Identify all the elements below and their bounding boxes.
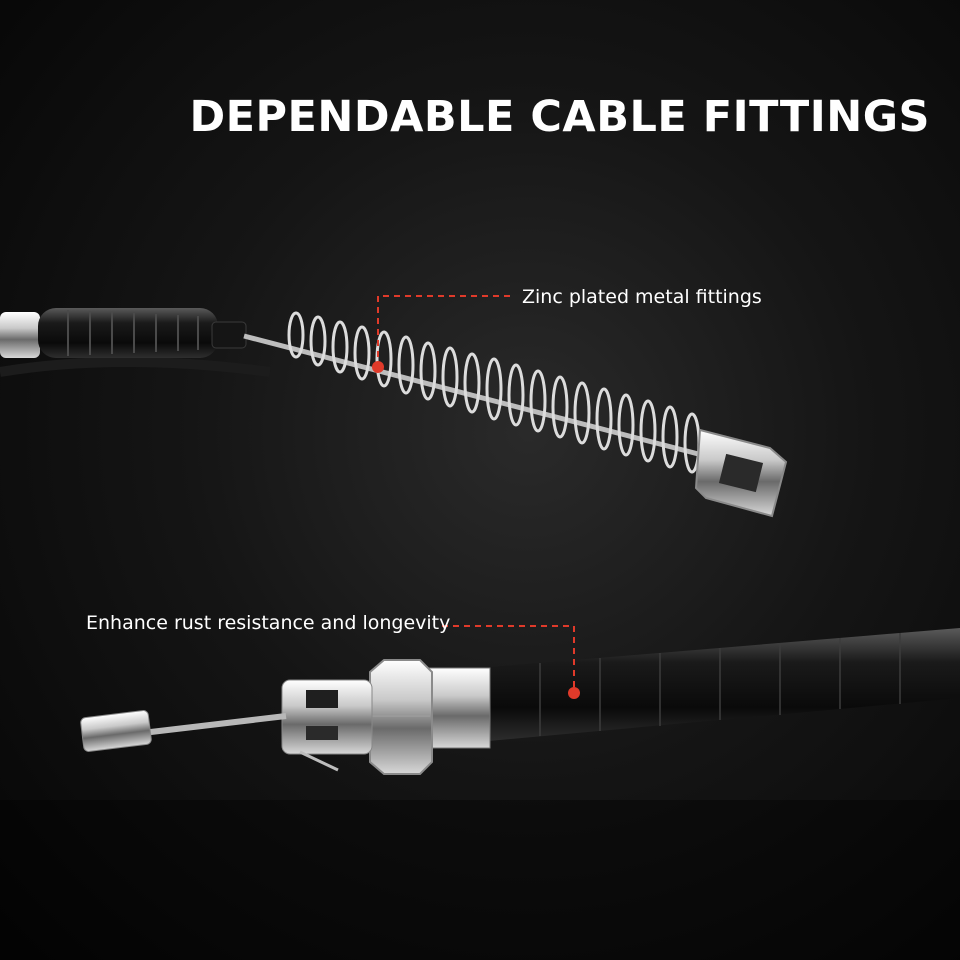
top-callout-dot bbox=[372, 361, 384, 373]
headline: DEPENDABLE CABLE FITTINGS bbox=[189, 92, 930, 142]
bottom-cable-assembly bbox=[80, 625, 960, 775]
callout-rust-resistance: Enhance rust resistance and longevity bbox=[86, 612, 451, 634]
return-spring bbox=[287, 311, 701, 474]
top-cable-assembly bbox=[0, 295, 788, 518]
callout-zinc-plated: Zinc plated metal fittings bbox=[522, 286, 762, 308]
black-cable-jacket bbox=[478, 628, 960, 742]
top-chrome-ferrule bbox=[0, 312, 40, 358]
bottom-callout-dot bbox=[568, 687, 580, 699]
floor-shadow bbox=[0, 800, 960, 960]
top-callout-leader bbox=[377, 295, 510, 366]
top-end-clevis bbox=[694, 428, 788, 518]
wire-tip-ferrule bbox=[80, 710, 152, 752]
bottom-callout-leader bbox=[442, 625, 575, 692]
rubber-boot bbox=[38, 308, 247, 358]
top-inner-wire bbox=[243, 333, 761, 473]
